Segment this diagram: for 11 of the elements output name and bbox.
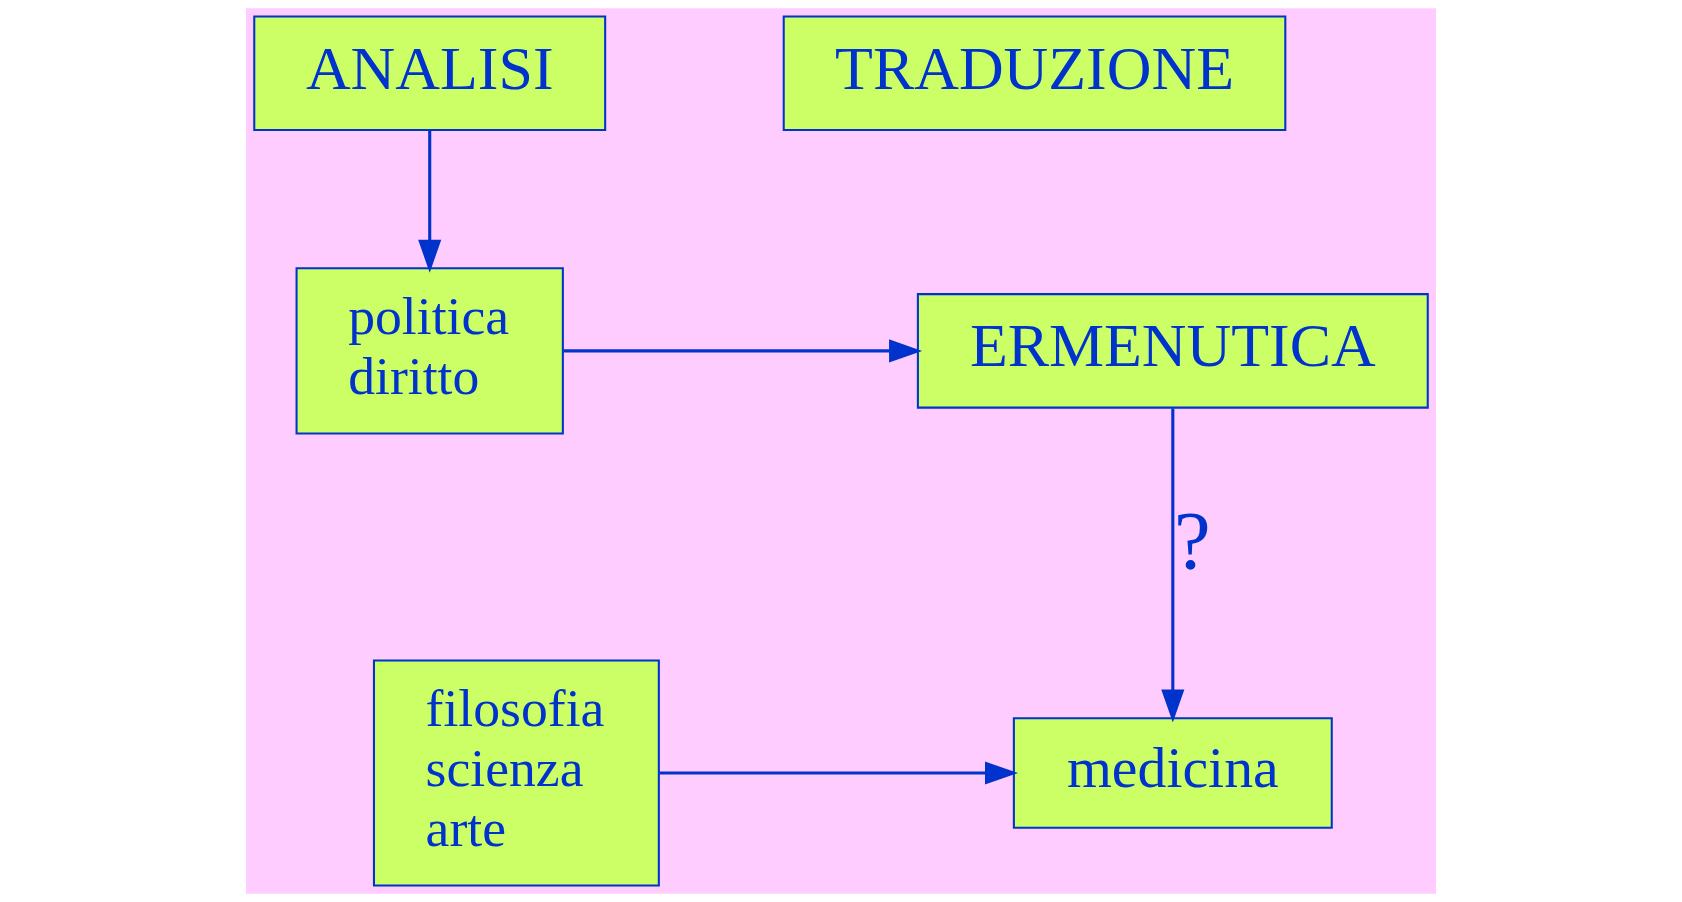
arrow [418,130,442,273]
node-box: filosofia scienza arte [372,659,660,887]
arrow [659,761,1019,785]
arrow [1161,408,1185,723]
node-box: ANALISI [253,15,607,132]
node-box: politica diritto [295,267,564,435]
edge-label: ? [1174,493,1211,586]
arrow [563,339,923,363]
node-box: ERMENUTICA [916,293,1429,409]
node-box: TRADUZIONE [782,15,1287,132]
node-box: medicina [1012,717,1333,829]
